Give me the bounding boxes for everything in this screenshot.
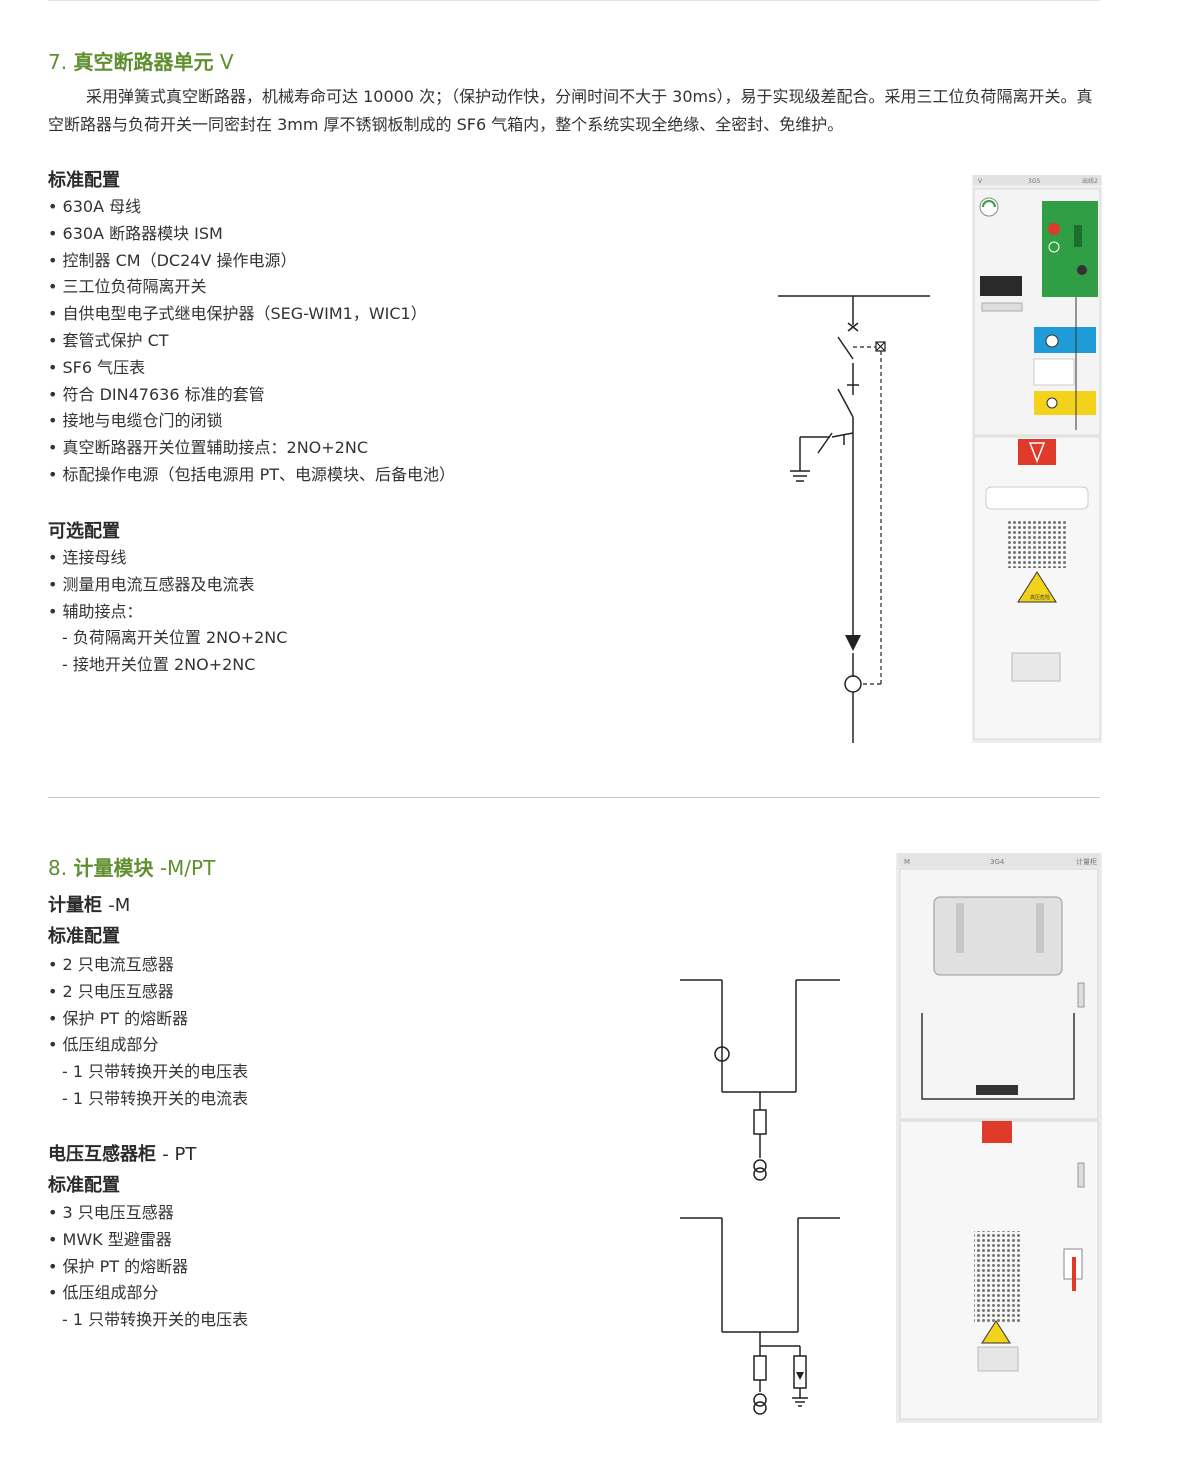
pt-single-line-diagram bbox=[680, 1217, 840, 1415]
cabinet-label-name: 计量柜 bbox=[1076, 857, 1097, 866]
list-item: - 接地开关位置 2NO+2NC bbox=[62, 655, 256, 675]
list-item: - 1 只带转换开关的电压表 bbox=[62, 1310, 249, 1330]
section7-optional-heading: 可选配置 bbox=[48, 521, 120, 542]
list-item: • 2 只电压互感器 bbox=[48, 981, 174, 1001]
section7-title-text: 真空断路器单元 bbox=[73, 50, 214, 74]
list-item: • 套管式保护 CT bbox=[48, 330, 169, 350]
inspection-window bbox=[933, 896, 1063, 976]
metering-cabinet-image: M 3G4 计量柜 bbox=[896, 853, 1102, 1423]
pt-cabinet-heading: 电压互感器柜 - PT bbox=[48, 1144, 197, 1165]
svg-text:高压危险: 高压危险 bbox=[1030, 594, 1050, 601]
nameplate bbox=[977, 1346, 1019, 1372]
section7-single-line-diagram bbox=[778, 295, 930, 743]
breaker-control-panel bbox=[1042, 201, 1098, 297]
section8-title: 8. 计量模块 -M/PT bbox=[48, 852, 215, 881]
ventilation-grille bbox=[974, 1231, 1022, 1323]
metering-standard-heading: 标准配置 bbox=[48, 926, 120, 947]
list-item: • 控制器 CM（DC24V 操作电源） bbox=[48, 250, 297, 270]
surge-arrester-arrow-icon bbox=[796, 1372, 804, 1380]
list-item: • 辅助接点： bbox=[48, 601, 143, 621]
vacuum-breaker-cabinet-image: V 3G5 出线2 高压危险 bbox=[972, 175, 1102, 743]
list-item: • MWK 型避雷器 bbox=[48, 1229, 172, 1249]
pt-standard-heading: 标准配置 bbox=[48, 1175, 120, 1196]
metering-single-line-diagram bbox=[680, 979, 840, 1181]
list-item: • 3 只电压互感器 bbox=[48, 1203, 174, 1222]
list-item: • 低压组成部分 bbox=[48, 1035, 159, 1055]
list-item: • 保护 PT 的熔断器 bbox=[48, 1256, 189, 1276]
nameplate bbox=[1011, 652, 1061, 682]
relay-panel bbox=[980, 276, 1022, 296]
meter-terminal-strip bbox=[976, 1085, 1018, 1095]
trip-button-icon bbox=[1048, 223, 1060, 235]
top-divider bbox=[48, 0, 1100, 1]
section7-suffix: V bbox=[219, 50, 234, 74]
list-item: • 接地与电缆仓门的闭锁 bbox=[48, 411, 223, 431]
cabinet-label-code: 3G4 bbox=[990, 858, 1005, 866]
section7-standard-heading: 标准配置 bbox=[48, 170, 120, 191]
cabinet-label-name: 出线2 bbox=[1082, 177, 1098, 185]
list-item: • 真空断路器开关位置辅助接点：2NO+2NC bbox=[48, 438, 368, 458]
section7-number: 7. bbox=[48, 50, 68, 74]
section-divider bbox=[48, 797, 1100, 798]
pt-standard-list: • 3 只电压互感器 • MWK 型避雷器 • 保护 PT 的熔断器 • 低压组… bbox=[48, 1200, 248, 1334]
section7-optional-list: • 连接母线 • 测量用电流互感器及电流表 • 辅助接点： - 负荷隔离开关位置… bbox=[48, 545, 287, 679]
section7-description: 采用弹簧式真空断路器，机械寿命可达 10000 次；（保护动作快，分闸时间不大于… bbox=[48, 87, 1093, 134]
list-item: • 符合 DIN47636 标准的套管 bbox=[48, 384, 265, 404]
cable-door-handle bbox=[985, 486, 1089, 510]
section7-standard-list: • 630A 母线 • 630A 断路器模块 ISM • 控制器 CM（DC24… bbox=[48, 194, 455, 489]
list-item: • 连接母线 bbox=[48, 548, 127, 567]
section8-suffix: -M/PT bbox=[159, 856, 216, 880]
list-item: - 负荷隔离开关位置 2NO+2NC bbox=[62, 628, 288, 648]
hv-warning-sign-icon bbox=[982, 1121, 1012, 1143]
section8-title-text: 计量模块 bbox=[73, 856, 154, 880]
danger-warning-icon bbox=[981, 1320, 1011, 1344]
list-item: - 1 只带转换开关的电流表 bbox=[62, 1088, 249, 1108]
list-item: • SF6 气压表 bbox=[48, 357, 146, 377]
metering-cabinet-heading: 计量柜 -M bbox=[48, 895, 131, 916]
list-item: • 三工位负荷隔离开关 bbox=[48, 277, 207, 297]
list-item: • 低压组成部分 bbox=[48, 1283, 159, 1303]
section7-title: 7. 真空断路器单元 V bbox=[48, 46, 234, 75]
list-item: • 自供电型电子式继电保护器（SEG-WIM1，WIC1） bbox=[48, 304, 427, 324]
metering-standard-list: • 2 只电流互感器 • 2 只电压互感器 • 保护 PT 的熔断器 • 低压组… bbox=[48, 952, 248, 1113]
list-item: • 保护 PT 的熔断器 bbox=[48, 1008, 189, 1028]
list-item: • 2 只电流互感器 bbox=[48, 955, 174, 974]
disconnector-panel bbox=[1034, 327, 1096, 353]
cabinet-label-code: 3G5 bbox=[1028, 178, 1040, 185]
ventilation-grille bbox=[1006, 520, 1066, 568]
danger-warning-icon bbox=[1017, 571, 1057, 603]
list-item: • 测量用电流互感器及电流表 bbox=[48, 574, 255, 594]
list-item: - 1 只带转换开关的电压表 bbox=[62, 1062, 249, 1082]
cabinet-label-type: M bbox=[904, 858, 910, 866]
section8-number: 8. bbox=[48, 856, 68, 880]
cabinet-label-type: V bbox=[978, 178, 983, 185]
list-item: • 630A 母线 bbox=[48, 197, 142, 216]
list-item: • 630A 断路器模块 ISM bbox=[48, 223, 223, 243]
list-item: • 标配操作电源（包括电源用 PT、电源模块、后备电池） bbox=[48, 464, 456, 484]
earthing-switch-panel bbox=[1034, 391, 1096, 415]
